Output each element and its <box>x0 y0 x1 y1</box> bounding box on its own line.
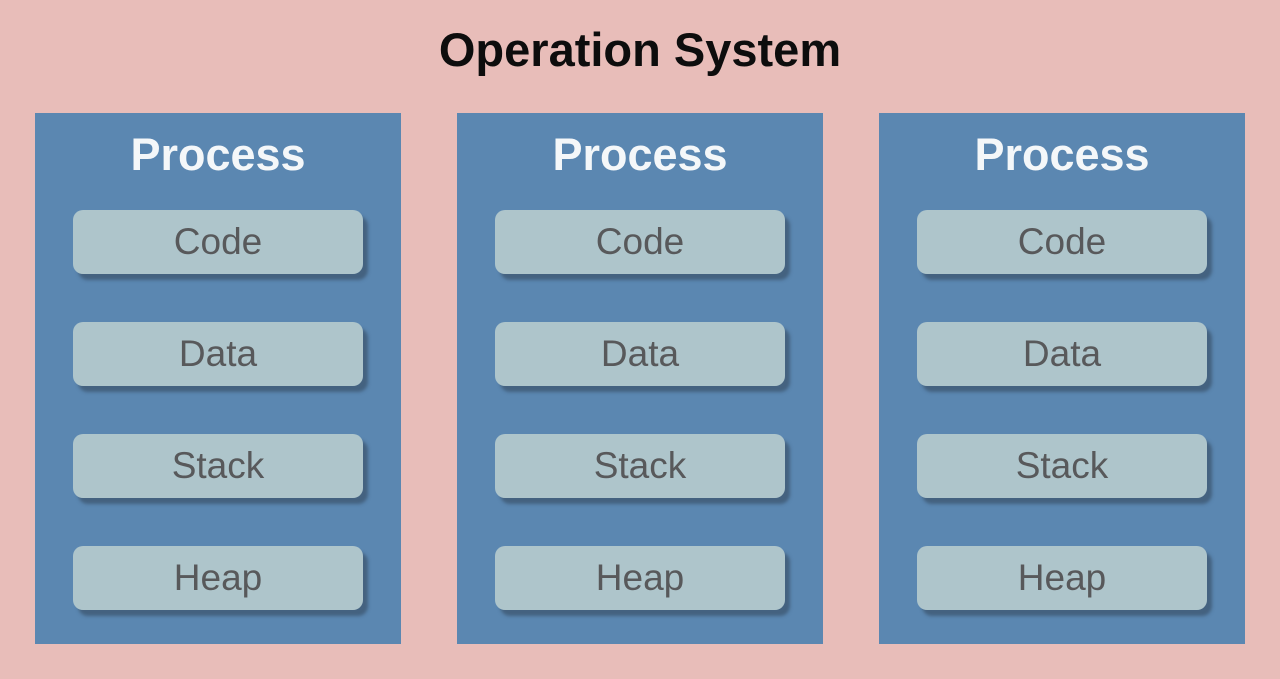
segment-data: Data <box>495 321 785 386</box>
segment-stack: Stack <box>495 433 785 498</box>
process-columns: Process Code Data Stack Heap Process Cod… <box>35 113 1245 644</box>
process-box-2: Process Code Data Stack Heap <box>457 113 823 644</box>
segment-heap: Heap <box>917 545 1207 610</box>
segment-data: Data <box>73 321 363 386</box>
process-box-3: Process Code Data Stack Heap <box>879 113 1245 644</box>
segment-heap: Heap <box>73 545 363 610</box>
process-segments: Code Data Stack Heap <box>495 209 785 610</box>
segment-stack: Stack <box>73 433 363 498</box>
process-title: Process <box>974 129 1150 180</box>
process-title: Process <box>552 129 728 180</box>
process-box-1: Process Code Data Stack Heap <box>35 113 401 644</box>
process-segments: Code Data Stack Heap <box>917 209 1207 610</box>
segment-code: Code <box>73 209 363 274</box>
process-title: Process <box>130 129 306 180</box>
segment-stack: Stack <box>917 433 1207 498</box>
segment-code: Code <box>495 209 785 274</box>
process-segments: Code Data Stack Heap <box>73 209 363 610</box>
segment-heap: Heap <box>495 545 785 610</box>
page-title: Operation System <box>438 23 842 76</box>
segment-data: Data <box>917 321 1207 386</box>
segment-code: Code <box>917 209 1207 274</box>
